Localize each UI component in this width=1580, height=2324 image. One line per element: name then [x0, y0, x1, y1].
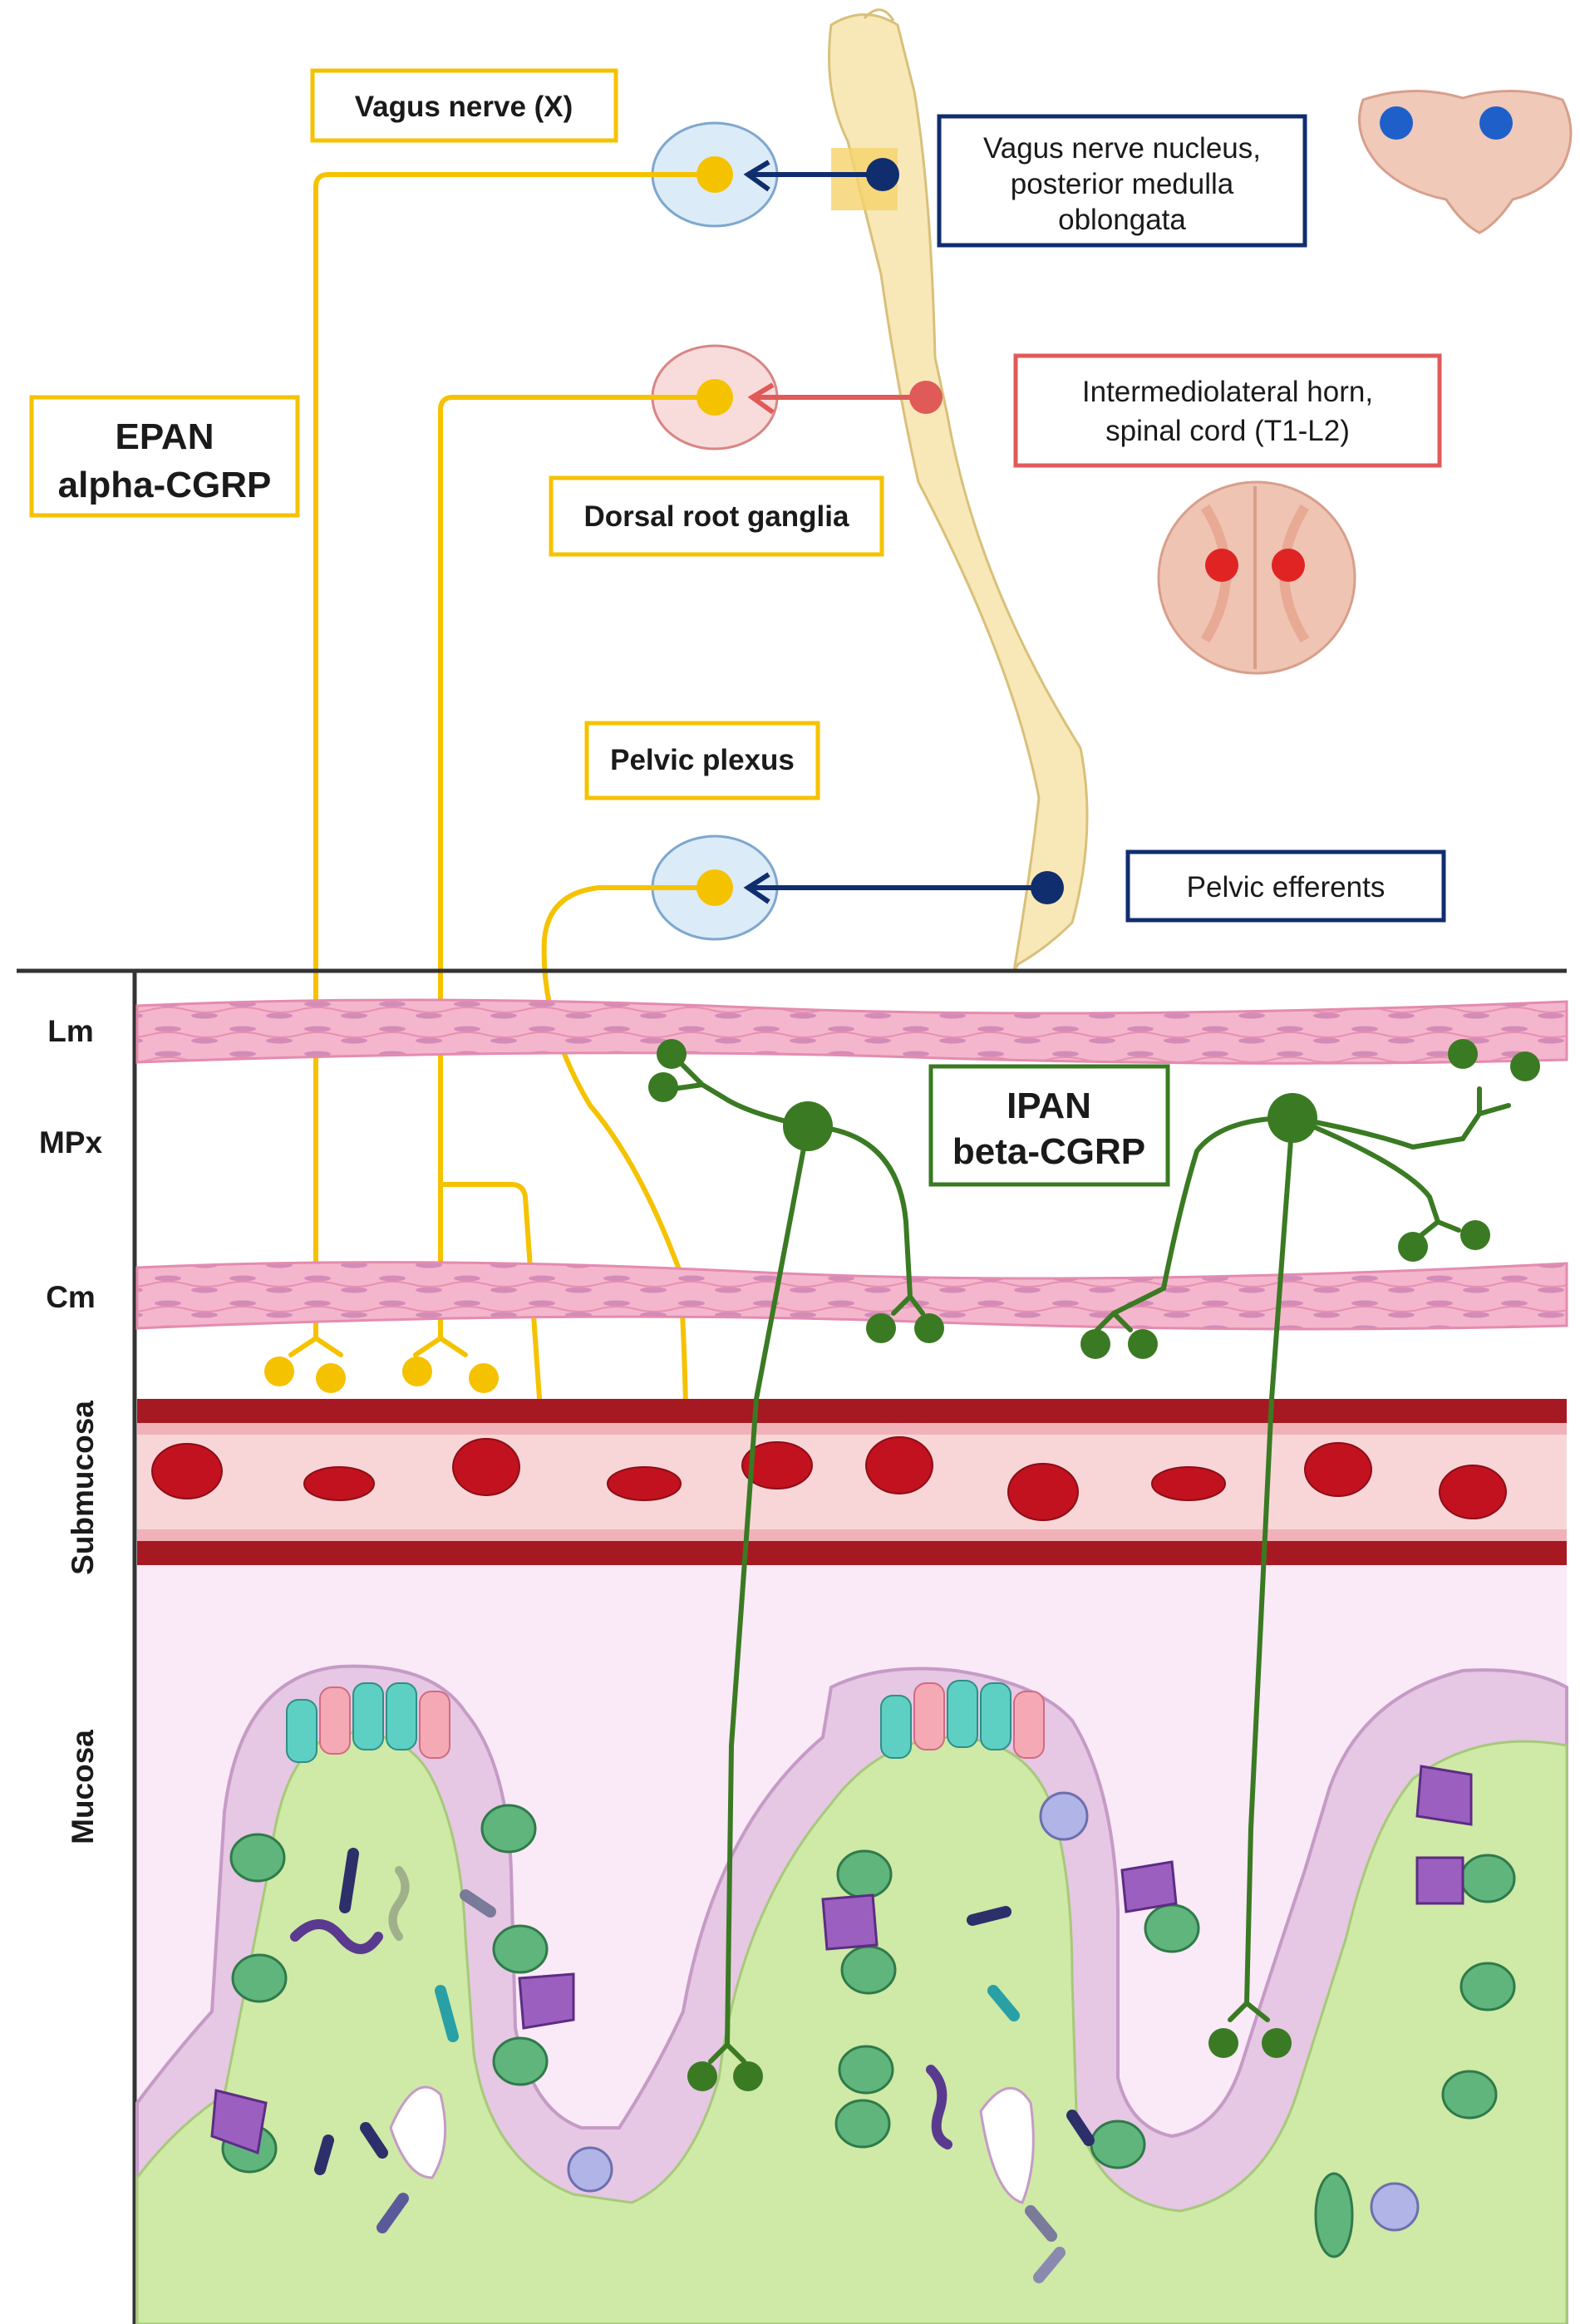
- svg-text:Pelvic efferents: Pelvic efferents: [1187, 871, 1386, 904]
- ipan-cell-bodies: [783, 1093, 1317, 1151]
- red-blood-cells: [151, 1436, 1507, 1521]
- svg-text:Pelvic plexus: Pelvic plexus: [610, 744, 795, 776]
- goblet-cells: [221, 1804, 1516, 2258]
- vagus-ganglion: [651, 121, 899, 228]
- svg-text:Dorsal root ganglia: Dorsal root ganglia: [584, 500, 849, 533]
- spinal-cord-cross-section-icon: [1157, 480, 1356, 675]
- longitudinal-muscle: [135, 998, 1568, 1065]
- svg-text:Intermediolateral horn,: Intermediolateral horn,: [1082, 376, 1373, 408]
- layer-label-mucosa: Mucosa: [66, 1730, 100, 1844]
- svg-text:posterior medulla: posterior medulla: [1011, 168, 1234, 200]
- ipan-fibers: [671, 1061, 1511, 2064]
- enteroendocrine-cells: [210, 1765, 1473, 2155]
- label-pelvic-plexus: Pelvic plexus: [584, 721, 820, 800]
- svg-text:EPAN: EPAN: [116, 416, 214, 457]
- circular-muscle: [135, 1261, 1568, 1331]
- immune-cells: [567, 1791, 1420, 2232]
- label-ipan: IPAN beta-CGRP: [928, 1064, 1170, 1187]
- layer-label-submucosa: Submucosa: [66, 1401, 100, 1575]
- label-pelvic-efferents: Pelvic efferents: [1125, 849, 1446, 923]
- epithelial-top-cells: [286, 1680, 1045, 1763]
- svg-text:spinal cord (T1-L2): spinal cord (T1-L2): [1105, 415, 1350, 447]
- ipan-terminals: [648, 1039, 1540, 2091]
- pelvic-plexus-ganglion: [651, 835, 1064, 941]
- label-vagus-nerve: Vagus nerve (X): [310, 68, 618, 143]
- medulla-cross-section-icon: [1358, 90, 1573, 234]
- svg-text:IPAN: IPAN: [1007, 1086, 1091, 1126]
- label-epan: EPAN alpha-CGRP: [29, 395, 300, 518]
- svg-text:alpha-CGRP: alpha-CGRP: [58, 465, 272, 505]
- layer-label-lm: Lm: [47, 1014, 94, 1048]
- label-vagus-nucleus: Vagus nerve nucleus, posterior medulla o…: [937, 114, 1307, 248]
- layer-label-cm: Cm: [46, 1280, 96, 1314]
- layer-label-mpx: MPx: [39, 1125, 103, 1160]
- svg-text:Vagus nerve (X): Vagus nerve (X): [355, 91, 573, 123]
- dorsal-root-ganglion: [651, 344, 943, 451]
- svg-text:oblongata: oblongata: [1058, 204, 1186, 236]
- svg-text:beta-CGRP: beta-CGRP: [952, 1131, 1145, 1172]
- label-dorsal-root-ganglia: Dorsal root ganglia: [549, 475, 884, 557]
- svg-text:Vagus nerve nucleus,: Vagus nerve nucleus,: [983, 132, 1261, 165]
- label-intermediolateral-horn: Intermediolateral horn, spinal cord (T1-…: [1013, 353, 1442, 468]
- bacteria: [290, 1848, 1095, 2283]
